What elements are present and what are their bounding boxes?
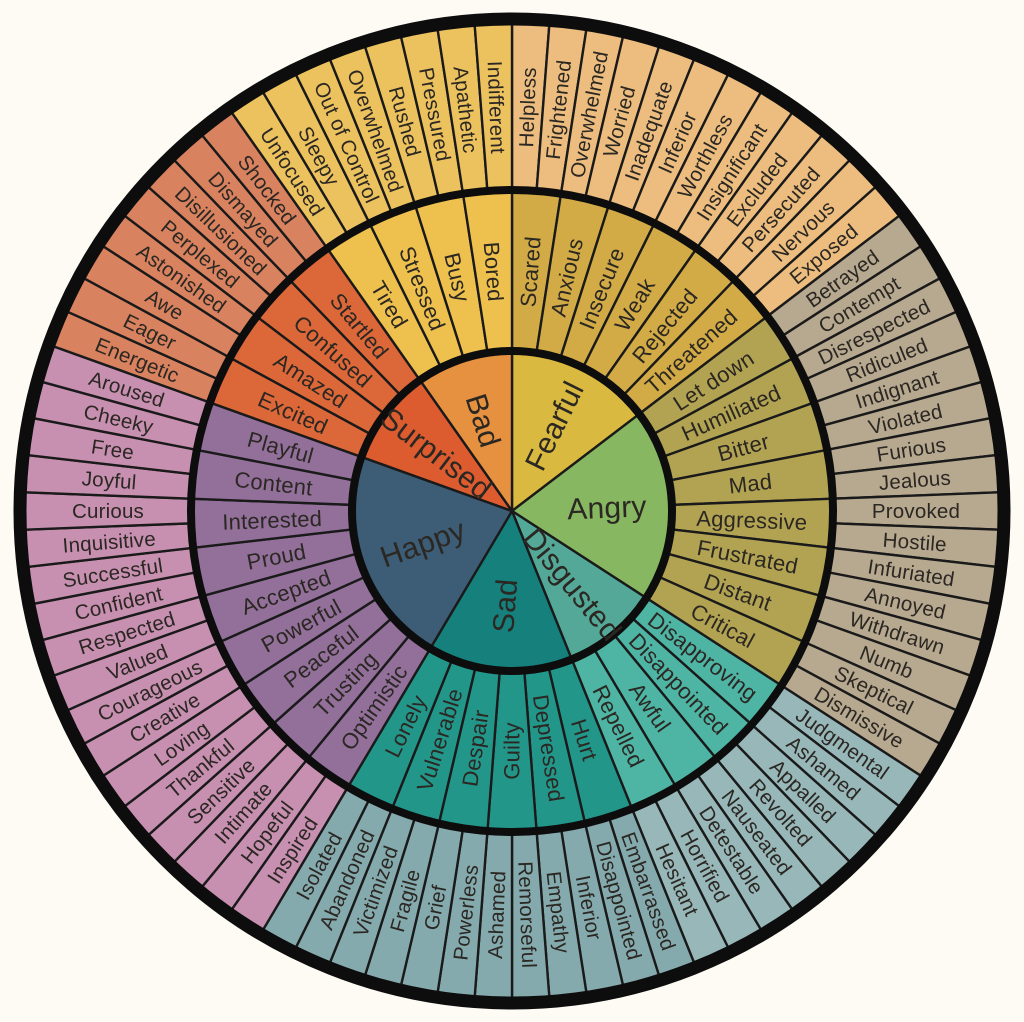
outer-label-ashamed: Ashamed [484, 870, 510, 959]
middle-label-interested: Interested [222, 506, 323, 535]
middle-label-aggressive: Aggressive [696, 506, 808, 535]
outer-label-jealous: Jealous [878, 467, 952, 495]
middle-ring-border [187, 186, 837, 836]
outer-label-remorseful: Remorseful [513, 861, 540, 969]
middle-label-scared: Scared [515, 235, 545, 308]
inner-ring-border [348, 347, 676, 675]
outer-label-indifferent: Indifferent [483, 60, 510, 154]
core-label-angry: Angry [567, 490, 648, 526]
wheel-sectors [20, 19, 1004, 1003]
middle-label-guilty: Guilty [500, 722, 525, 779]
outer-label-helpless: Helpless [515, 67, 541, 148]
middle-label-mad: Mad [727, 469, 773, 499]
outer-label-joyful: Joyful [81, 467, 137, 494]
outer-label-provoked: Provoked [872, 500, 960, 523]
outer-label-curious: Curious [72, 500, 144, 523]
outer-label-hostile: Hostile [882, 529, 948, 557]
middle-label-bored: Bored [479, 241, 508, 302]
wheel-ring-borders [13, 12, 1011, 1010]
outer-rim [13, 12, 1011, 1010]
core-label-sad: Sad [487, 578, 524, 634]
